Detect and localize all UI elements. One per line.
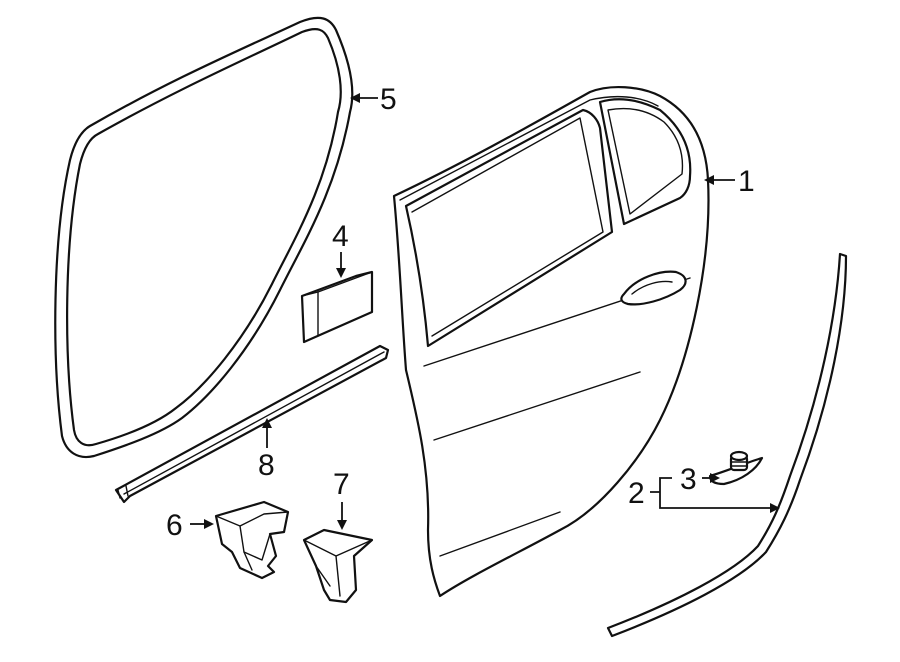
callout-8-label: 8 (258, 449, 275, 482)
clip-part (708, 450, 764, 486)
callout-2-label: 2 (628, 477, 645, 510)
callout-2: 2 (628, 477, 780, 513)
callout-3: 3 (680, 463, 720, 496)
callout-7-label: 7 (333, 468, 350, 501)
rear-door-part (392, 85, 710, 598)
callout-6: 6 (166, 509, 214, 542)
door-seal-part (54, 16, 354, 459)
callout-1-label: 1 (738, 165, 755, 198)
callout-1: 1 (704, 165, 755, 198)
callout-4: 4 (332, 220, 349, 278)
callout-8: 8 (258, 418, 275, 482)
callout-5: 5 (350, 83, 397, 116)
belt-weatherstrip-part (114, 344, 390, 504)
callout-7: 7 (333, 468, 350, 530)
molding-strip-part (606, 252, 848, 638)
callout-4-label: 4 (332, 220, 349, 253)
block-part (302, 528, 374, 604)
pad-part (300, 270, 374, 344)
callout-6-label: 6 (166, 509, 183, 542)
callout-3-label: 3 (680, 463, 697, 496)
callout-5-label: 5 (380, 83, 397, 116)
bracket-part (214, 500, 290, 580)
